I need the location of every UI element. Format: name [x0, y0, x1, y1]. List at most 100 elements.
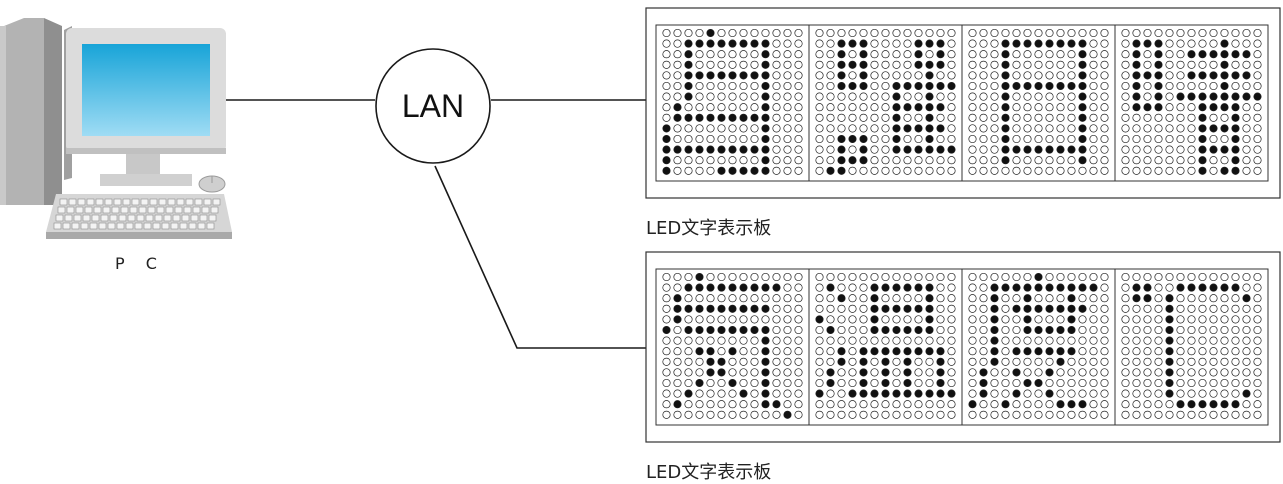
- led-dot-on: [717, 39, 726, 48]
- led-dot-off: [1187, 368, 1196, 377]
- led-dot-off: [848, 294, 857, 303]
- led-dot-on: [662, 156, 671, 165]
- led-dot-off: [859, 92, 868, 101]
- led-dot-on: [903, 325, 912, 335]
- led-dot-on: [717, 145, 726, 154]
- led-dot-on: [761, 400, 770, 409]
- led-dot-off: [826, 71, 835, 80]
- led-dot-on: [684, 304, 693, 313]
- led-dot-on: [1034, 272, 1043, 282]
- keyboard-key: [118, 214, 127, 222]
- led-dot-on: [848, 134, 857, 144]
- led-dot-off: [1100, 357, 1109, 366]
- led-panel-2: [815, 272, 956, 419]
- led-dot-on: [859, 60, 868, 69]
- led-dot-off: [1023, 134, 1032, 144]
- keyboard-key: [129, 206, 138, 214]
- led-dot-on: [1165, 347, 1174, 356]
- led-dot-on: [1187, 50, 1196, 59]
- led-dot-off: [1034, 92, 1043, 101]
- led-dot-off: [881, 92, 890, 101]
- led-dot-on: [1209, 124, 1218, 133]
- led-dot-off: [1089, 156, 1098, 165]
- led-dot-off: [1198, 368, 1207, 377]
- led-dot-off: [1242, 272, 1251, 282]
- led-dot-off: [1176, 357, 1185, 366]
- led-dot-off: [1165, 124, 1174, 133]
- led-dot-off: [1143, 347, 1152, 356]
- led-dot-off: [794, 336, 803, 345]
- led-dot-off: [1001, 378, 1010, 388]
- led-dot-on: [1198, 400, 1207, 409]
- led-dot-off: [990, 113, 999, 122]
- led-dot-on: [706, 347, 715, 356]
- led-dot-off: [1143, 134, 1152, 144]
- led-dot-off: [979, 347, 988, 356]
- led-dot-off: [1198, 410, 1207, 419]
- led-dot-off: [772, 294, 781, 303]
- led-dot-on: [750, 145, 759, 154]
- led-dot-on: [914, 145, 923, 154]
- keyboard-key: [113, 198, 122, 206]
- led-dot-off: [772, 113, 781, 122]
- led-dot-off: [1220, 368, 1229, 377]
- led-dot-off: [695, 294, 704, 303]
- led-dot-on: [684, 283, 693, 292]
- led-dot-off: [947, 50, 956, 59]
- led-dot-off: [848, 113, 857, 122]
- led-dot-off: [968, 378, 977, 388]
- led-dot-off: [1198, 357, 1207, 366]
- led-dot-off: [1132, 315, 1141, 324]
- led-dot-on: [1012, 145, 1021, 154]
- led-dot-off: [1045, 50, 1054, 59]
- keyboard-key: [158, 198, 167, 206]
- led-dot-off: [794, 39, 803, 48]
- led-dot-off: [815, 368, 824, 377]
- led-dot-on: [1154, 50, 1163, 59]
- led-dot-off: [794, 103, 803, 112]
- led-dot-off: [903, 272, 912, 282]
- led-dot-off: [1067, 166, 1076, 175]
- led-dot-on: [728, 39, 737, 48]
- led-dot-off: [794, 325, 803, 335]
- led-dot-off: [1253, 357, 1262, 366]
- led-dot-off: [684, 336, 693, 345]
- led-dot-off: [1209, 166, 1218, 175]
- led-dot-off: [739, 410, 748, 419]
- led-dot-off: [815, 124, 824, 133]
- monitor-screen: [82, 44, 210, 136]
- led-dot-on: [936, 124, 945, 133]
- led-dot-off: [815, 378, 824, 388]
- led-dot-off: [728, 28, 737, 38]
- led-dot-on: [1078, 400, 1087, 409]
- led-dot-off: [979, 71, 988, 80]
- led-dot-on: [1198, 134, 1207, 144]
- led-dot-off: [1067, 124, 1076, 133]
- led-dot-off: [1231, 315, 1240, 324]
- led-dot-off: [1012, 336, 1021, 345]
- led-dot-off: [750, 357, 759, 366]
- led-dot-off: [1209, 315, 1218, 324]
- led-dot-off: [990, 92, 999, 101]
- led-dot-off: [1242, 81, 1251, 91]
- led-dot-off: [1045, 294, 1054, 303]
- led-dot-off: [1220, 347, 1229, 356]
- led-dot-off: [783, 156, 792, 165]
- led-dot-off: [1100, 103, 1109, 112]
- led-dot-off: [936, 294, 945, 303]
- led-dot-off: [673, 389, 682, 398]
- led-dot-on: [925, 124, 934, 133]
- led-dot-off: [1143, 357, 1152, 366]
- led-dot-off: [1198, 325, 1207, 335]
- led-dot-on: [859, 378, 868, 388]
- led-dot-on: [1067, 145, 1076, 154]
- led-dot-on: [761, 389, 770, 398]
- led-dot-on: [1154, 60, 1163, 69]
- led-dot-off: [1001, 389, 1010, 398]
- led-dot-on: [750, 304, 759, 313]
- led-panel-4: [1121, 272, 1262, 419]
- led-dot-off: [717, 124, 726, 133]
- led-dot-off: [1045, 315, 1054, 324]
- led-dot-on: [717, 283, 726, 292]
- led-dot-off: [1231, 60, 1240, 69]
